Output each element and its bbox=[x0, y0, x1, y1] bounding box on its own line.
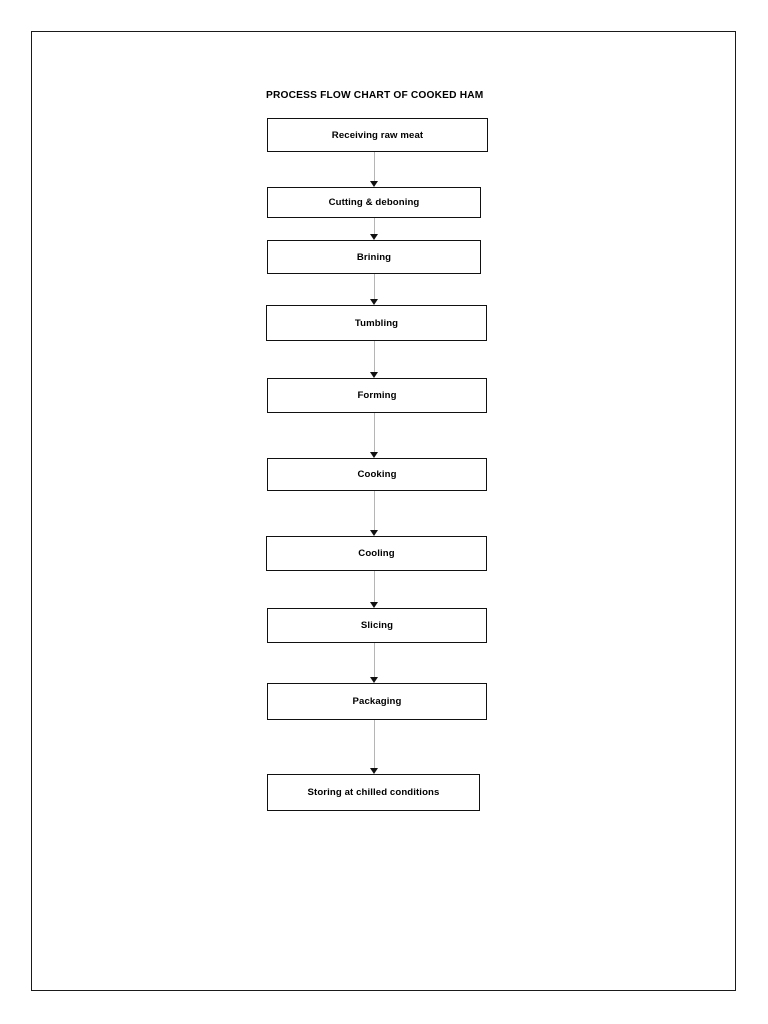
flow-node-label: Tumbling bbox=[354, 317, 399, 329]
flow-arrow-icon bbox=[368, 491, 381, 536]
flow-arrow-icon bbox=[368, 152, 381, 187]
flow-node[interactable]: Forming bbox=[267, 378, 487, 413]
flow-arrowhead-icon bbox=[370, 451, 379, 458]
flow-arrow-icon bbox=[368, 413, 381, 458]
flow-node[interactable]: Storing at chilled conditions bbox=[267, 774, 480, 811]
flow-arrowhead-icon bbox=[370, 767, 379, 774]
flow-arrow-stem bbox=[374, 643, 376, 678]
flow-node-label: Cooking bbox=[357, 469, 397, 480]
flow-node[interactable]: Cooking bbox=[267, 458, 487, 491]
flow-arrow-icon bbox=[368, 720, 381, 774]
page-title: PROCESS FLOW CHART OF COOKED HAM bbox=[266, 90, 484, 101]
flow-arrow-icon bbox=[368, 571, 381, 608]
flow-arrowhead-icon bbox=[370, 601, 379, 608]
flow-node[interactable]: Brining bbox=[267, 240, 481, 274]
flow-arrow-icon bbox=[368, 341, 381, 378]
flow-node[interactable]: Slicing bbox=[267, 608, 487, 643]
flow-arrow-stem bbox=[374, 341, 376, 373]
flow-arrowhead-icon bbox=[370, 371, 379, 378]
flow-arrowhead-icon bbox=[370, 233, 379, 240]
flow-node-label: Slicing bbox=[360, 620, 394, 631]
flow-arrowhead-icon bbox=[370, 298, 379, 305]
flow-node[interactable]: Receiving raw meat bbox=[267, 118, 488, 152]
flow-arrow-stem bbox=[374, 720, 376, 769]
flow-arrow-stem bbox=[374, 218, 376, 235]
flow-node[interactable]: Packaging bbox=[267, 683, 487, 720]
flow-arrowhead-icon bbox=[370, 529, 379, 536]
flow-node[interactable]: Tumbling bbox=[266, 305, 487, 341]
flow-arrowhead-icon bbox=[370, 676, 379, 683]
flow-node-label: Brining bbox=[356, 251, 392, 263]
flow-arrow-icon bbox=[368, 274, 381, 305]
flow-arrow-icon bbox=[368, 643, 381, 683]
flow-arrow-stem bbox=[374, 152, 376, 182]
flow-node-label: Cutting & deboning bbox=[328, 197, 420, 208]
flow-node-label: Cooling bbox=[358, 548, 395, 559]
flow-arrow-icon bbox=[368, 218, 381, 240]
flow-arrow-stem bbox=[374, 491, 376, 531]
flow-arrowhead-icon bbox=[370, 180, 379, 187]
flow-arrow-stem bbox=[374, 571, 376, 603]
flow-node[interactable]: Cutting & deboning bbox=[267, 187, 481, 218]
flow-arrow-stem bbox=[374, 413, 376, 453]
flow-arrow-stem bbox=[374, 274, 376, 300]
flow-node[interactable]: Cooling bbox=[266, 536, 487, 571]
flow-node-label: Packaging bbox=[352, 696, 402, 707]
flow-node-label: Receiving raw meat bbox=[331, 129, 424, 141]
flow-node-label: Storing at chilled conditions bbox=[307, 787, 440, 798]
flow-node-label: Forming bbox=[357, 390, 397, 401]
